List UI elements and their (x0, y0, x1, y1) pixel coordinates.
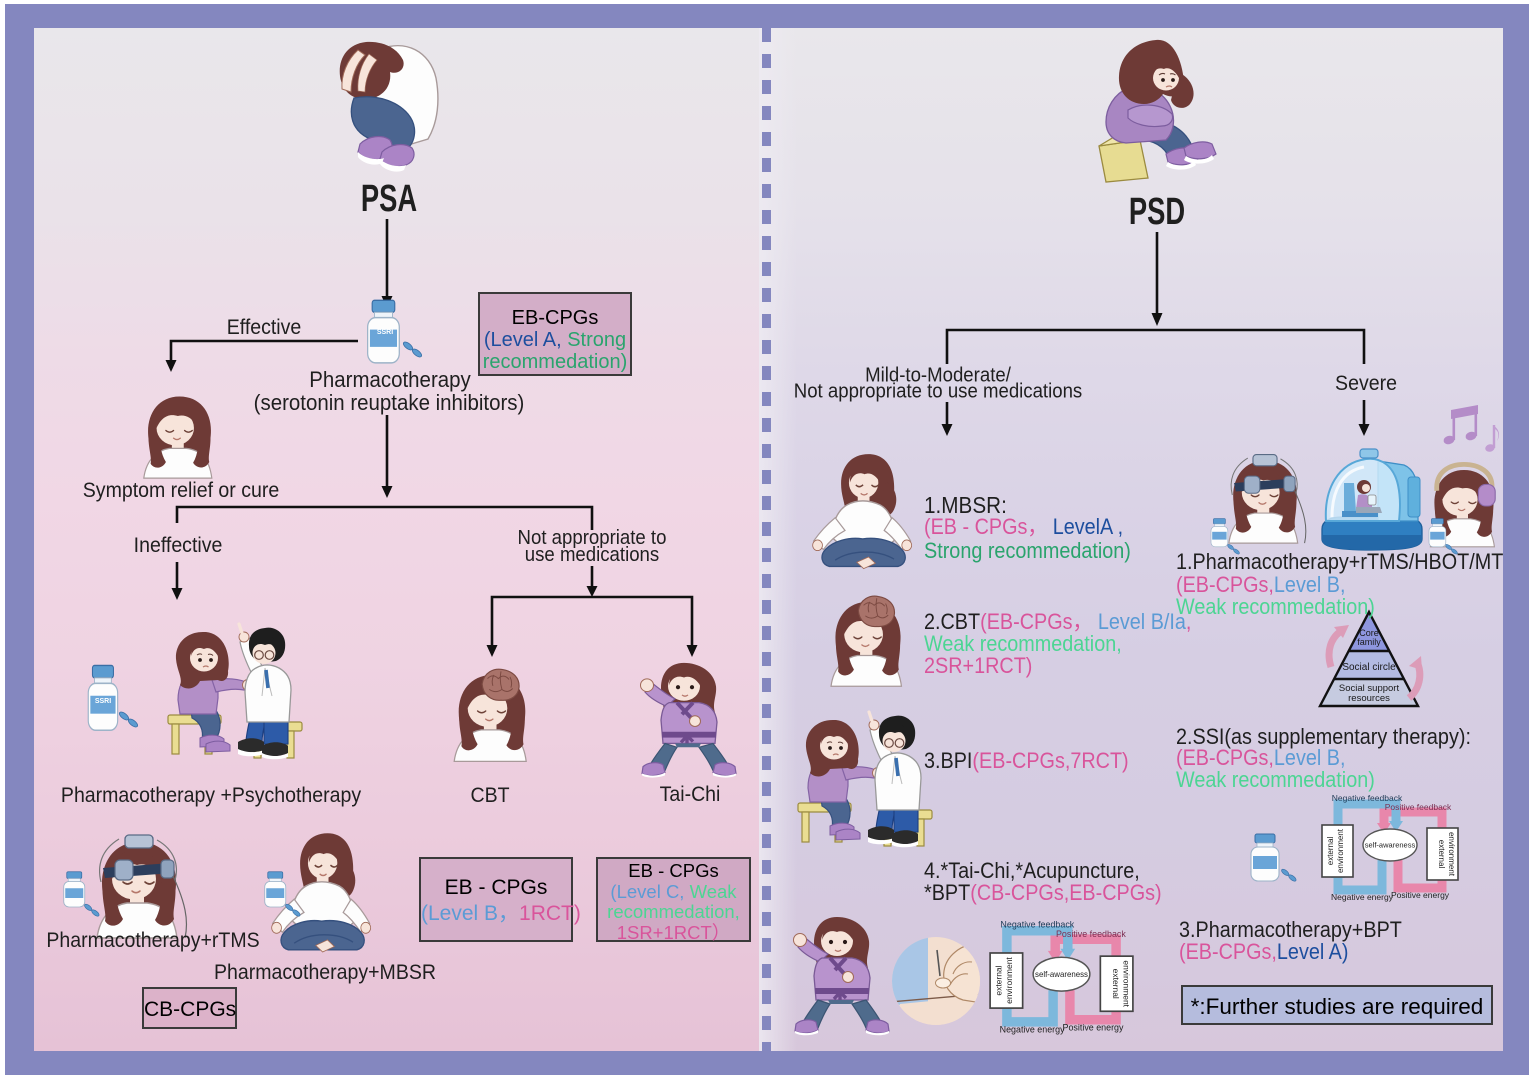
svg-text:resources: resources (1348, 693, 1390, 704)
svg-text:SSRI: SSRI (95, 698, 111, 705)
svg-text:family: family (1357, 637, 1381, 647)
svg-text:Social support: Social support (1339, 683, 1400, 694)
svg-text:Core: Core (1359, 628, 1379, 638)
svg-text:Social circle: Social circle (1342, 662, 1396, 673)
svg-text:SSRI: SSRI (377, 329, 393, 336)
